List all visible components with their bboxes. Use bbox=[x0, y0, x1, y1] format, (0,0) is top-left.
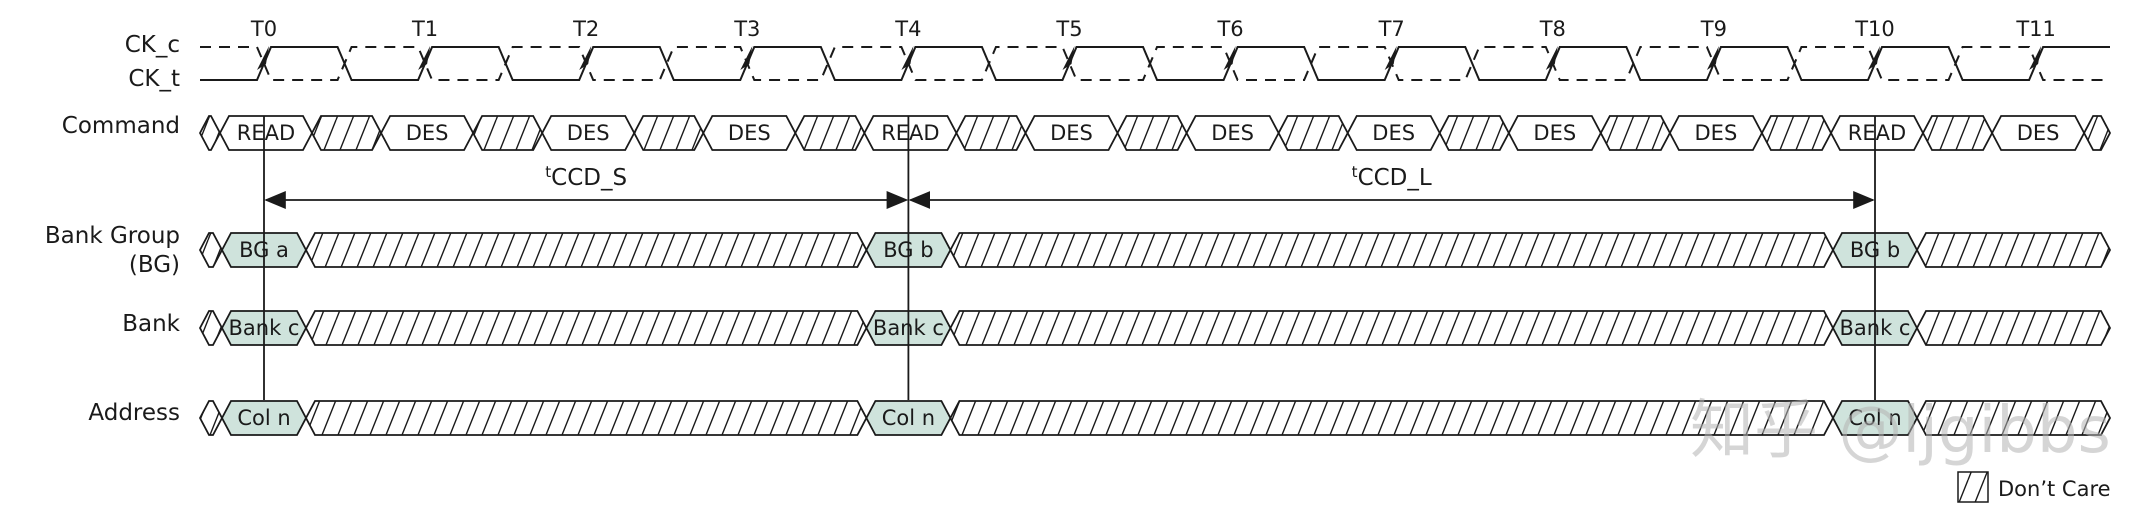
tick-label: T10 bbox=[1854, 17, 1895, 41]
address-dont-care bbox=[1915, 400, 2112, 436]
command-dont-care bbox=[1921, 115, 1994, 151]
signal-label-bank-group: Bank Group bbox=[45, 223, 180, 249]
bank-dont-care bbox=[198, 310, 224, 346]
clock-edge-arrow bbox=[579, 46, 592, 70]
address-dont-care bbox=[198, 400, 224, 436]
legend: Don’t Care bbox=[1957, 471, 2111, 503]
ck-t-waveform bbox=[200, 46, 2110, 81]
command-cell-label: DES bbox=[728, 121, 771, 145]
command-cell-label: DES bbox=[1533, 121, 1576, 145]
signal-label-ck-c: CK_c bbox=[125, 32, 180, 58]
command-dont-care bbox=[633, 115, 705, 151]
clock-edge-arrow bbox=[1545, 46, 1558, 70]
clock-edge-arrow bbox=[1062, 46, 1075, 70]
tick-label: T0 bbox=[250, 17, 277, 41]
signal-label-ck-t: CK_t bbox=[128, 66, 180, 92]
address-bus: Col n Col n Col n bbox=[198, 400, 2112, 436]
ck-c-waveform bbox=[200, 46, 2110, 81]
watermark: 知乎 @ljgibbs bbox=[1690, 394, 2111, 468]
address-dont-care bbox=[304, 400, 868, 436]
address-cell-label: Col n bbox=[1848, 406, 1901, 430]
command-cell-label: DES bbox=[406, 121, 449, 145]
clock-edge-arrow bbox=[740, 46, 753, 70]
command-dont-care bbox=[1438, 115, 1510, 151]
clock-edge-arrow bbox=[1384, 46, 1397, 70]
tick-label: T3 bbox=[733, 17, 760, 41]
bank-group-dont-care bbox=[304, 232, 868, 268]
tick-label: T7 bbox=[1378, 17, 1405, 41]
clock-edge-arrow bbox=[1223, 46, 1236, 70]
command-dont-care bbox=[2083, 115, 2112, 151]
command-cell-label: READ bbox=[881, 121, 939, 145]
command-cell-label: READ bbox=[1848, 121, 1906, 145]
command-dont-care bbox=[1599, 115, 1671, 151]
tick-label: T4 bbox=[894, 17, 921, 41]
timing-label: tCCD_S bbox=[545, 163, 627, 191]
command-cell-label: DES bbox=[1050, 121, 1093, 145]
tick-label: T11 bbox=[2015, 17, 2056, 41]
command-cell-label: DES bbox=[1695, 121, 1738, 145]
timing-markers: tCCD_S tCCD_L bbox=[263, 116, 1876, 400]
command-cell-label: DES bbox=[567, 121, 610, 145]
signal-label-bank-group-abbr: (BG) bbox=[129, 252, 180, 278]
command-dont-care bbox=[1760, 115, 1833, 151]
clock-edge-arrow bbox=[257, 46, 269, 70]
command-cell-label: DES bbox=[1372, 121, 1415, 145]
clock-edge-arrow bbox=[2029, 46, 2042, 70]
bank-group-dont-care bbox=[949, 232, 1835, 268]
signal-label-address: Address bbox=[88, 400, 180, 426]
clock-edge-arrow bbox=[1706, 46, 1719, 70]
clock-waveforms bbox=[200, 46, 2110, 81]
tick-label: T9 bbox=[1700, 17, 1727, 41]
bank-group-dont-care bbox=[1915, 232, 2112, 268]
signal-label-bank: Bank bbox=[122, 311, 180, 337]
legend-dont-care-label: Don’t Care bbox=[1998, 477, 2111, 501]
command-dont-care bbox=[1277, 115, 1349, 151]
tick-labels: T0 T1 T2 T3 T4 T5 T6 T7 T8 T9 T10 T11 bbox=[250, 17, 2056, 70]
tick-label: T2 bbox=[572, 17, 599, 41]
tick-label: T1 bbox=[411, 17, 438, 41]
bank-dont-care bbox=[304, 310, 868, 346]
tick-label: T8 bbox=[1539, 17, 1566, 41]
command-dont-care bbox=[1116, 115, 1188, 151]
timing-label: tCCD_L bbox=[1352, 163, 1432, 191]
command-cell-label: DES bbox=[2017, 121, 2060, 145]
tick-label: T6 bbox=[1216, 17, 1243, 41]
tick-label: T5 bbox=[1055, 17, 1082, 41]
clock-edge-arrow bbox=[901, 46, 914, 70]
bank-group-dont-care bbox=[198, 232, 224, 268]
bank-dont-care bbox=[1915, 310, 2112, 346]
legend-dont-care-swatch bbox=[1957, 471, 1989, 503]
command-dont-care bbox=[310, 115, 383, 151]
signal-label-command: Command bbox=[62, 113, 180, 139]
bank-dont-care bbox=[949, 310, 1835, 346]
address-cell-label: Col n bbox=[882, 406, 935, 430]
clock-edge-arrow bbox=[418, 46, 431, 70]
command-bus: READ DES DES DES READ DES DES DES DES DES READ DES bbox=[198, 115, 2112, 151]
command-dont-care bbox=[198, 115, 222, 151]
command-cell-label: DES bbox=[1211, 121, 1254, 145]
command-dont-care bbox=[472, 115, 544, 151]
address-cell-label: Col n bbox=[237, 406, 290, 430]
command-cell-label: READ bbox=[237, 121, 295, 145]
clock-edge-arrow bbox=[1868, 46, 1880, 70]
command-dont-care bbox=[794, 115, 866, 151]
command-dont-care bbox=[955, 115, 1027, 151]
